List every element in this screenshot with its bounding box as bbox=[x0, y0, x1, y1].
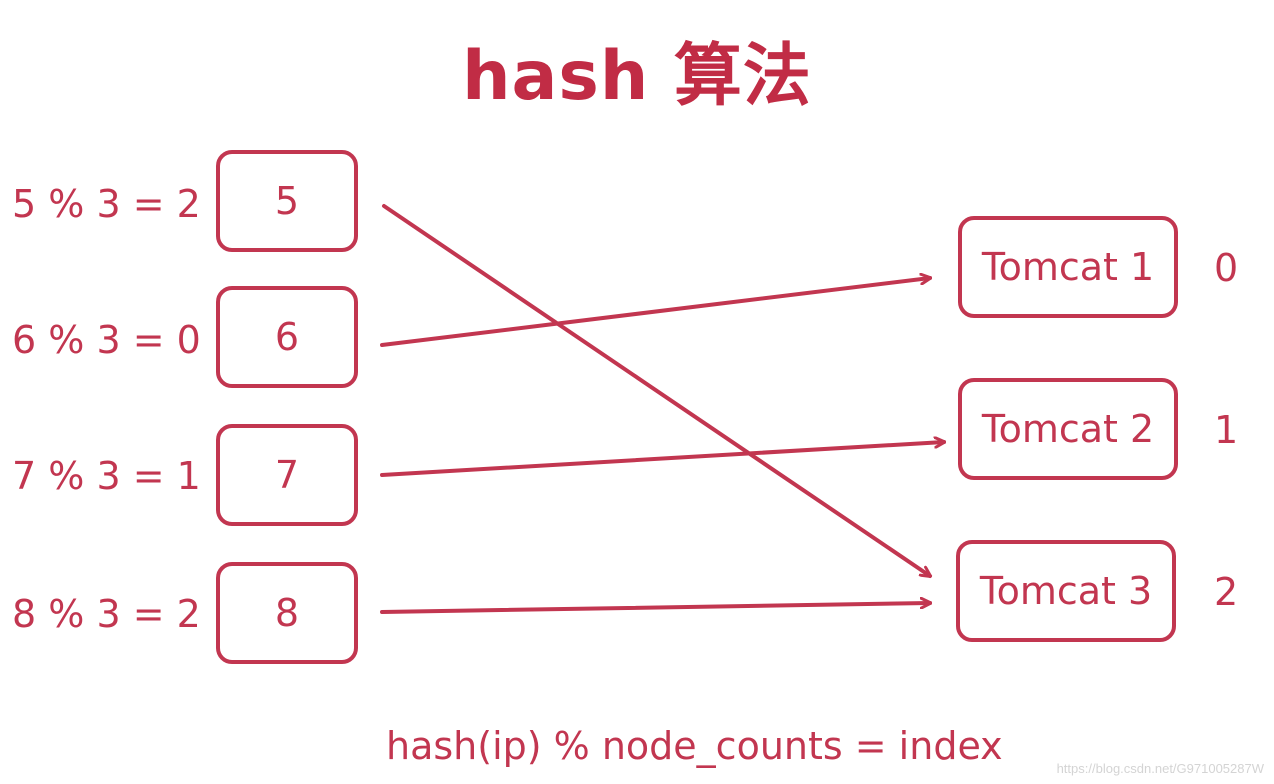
server-name: Tomcat 1 bbox=[981, 245, 1155, 289]
page-title: hash 算法 bbox=[462, 37, 812, 116]
input-box-6: 6 bbox=[216, 286, 358, 388]
server-box-tomcat-1: Tomcat 1 bbox=[958, 216, 1178, 318]
modulo-expression-6: 6 % 3 = 0 bbox=[12, 318, 201, 362]
input-value: 8 bbox=[274, 591, 300, 635]
input-value: 5 bbox=[274, 179, 300, 223]
input-box-5: 5 bbox=[216, 150, 358, 252]
watermark: https://blog.csdn.net/G971005287W bbox=[1056, 761, 1264, 776]
input-box-8: 8 bbox=[216, 562, 358, 664]
input-value: 6 bbox=[274, 315, 300, 359]
server-name: Tomcat 2 bbox=[981, 407, 1155, 451]
arrow-6-to-tomcat-1 bbox=[380, 278, 930, 347]
server-box-tomcat-2: Tomcat 2 bbox=[958, 378, 1178, 480]
hash-formula: hash(ip) % node_counts = index bbox=[386, 724, 1003, 768]
arrow-7-to-tomcat-2 bbox=[380, 442, 944, 477]
server-index-1: 1 bbox=[1214, 408, 1239, 452]
server-box-tomcat-3: Tomcat 3 bbox=[956, 540, 1176, 642]
input-box-7: 7 bbox=[216, 424, 358, 526]
modulo-expression-5: 5 % 3 = 2 bbox=[12, 182, 201, 226]
arrow-8-to-tomcat-3 bbox=[380, 603, 930, 614]
server-index-0: 0 bbox=[1214, 246, 1239, 290]
server-index-2: 2 bbox=[1214, 570, 1239, 614]
input-value: 7 bbox=[274, 453, 300, 497]
modulo-expression-7: 7 % 3 = 1 bbox=[12, 454, 201, 498]
arrow-5-to-tomcat-3 bbox=[382, 204, 930, 576]
modulo-expression-8: 8 % 3 = 2 bbox=[12, 592, 201, 636]
server-name: Tomcat 3 bbox=[979, 569, 1153, 613]
